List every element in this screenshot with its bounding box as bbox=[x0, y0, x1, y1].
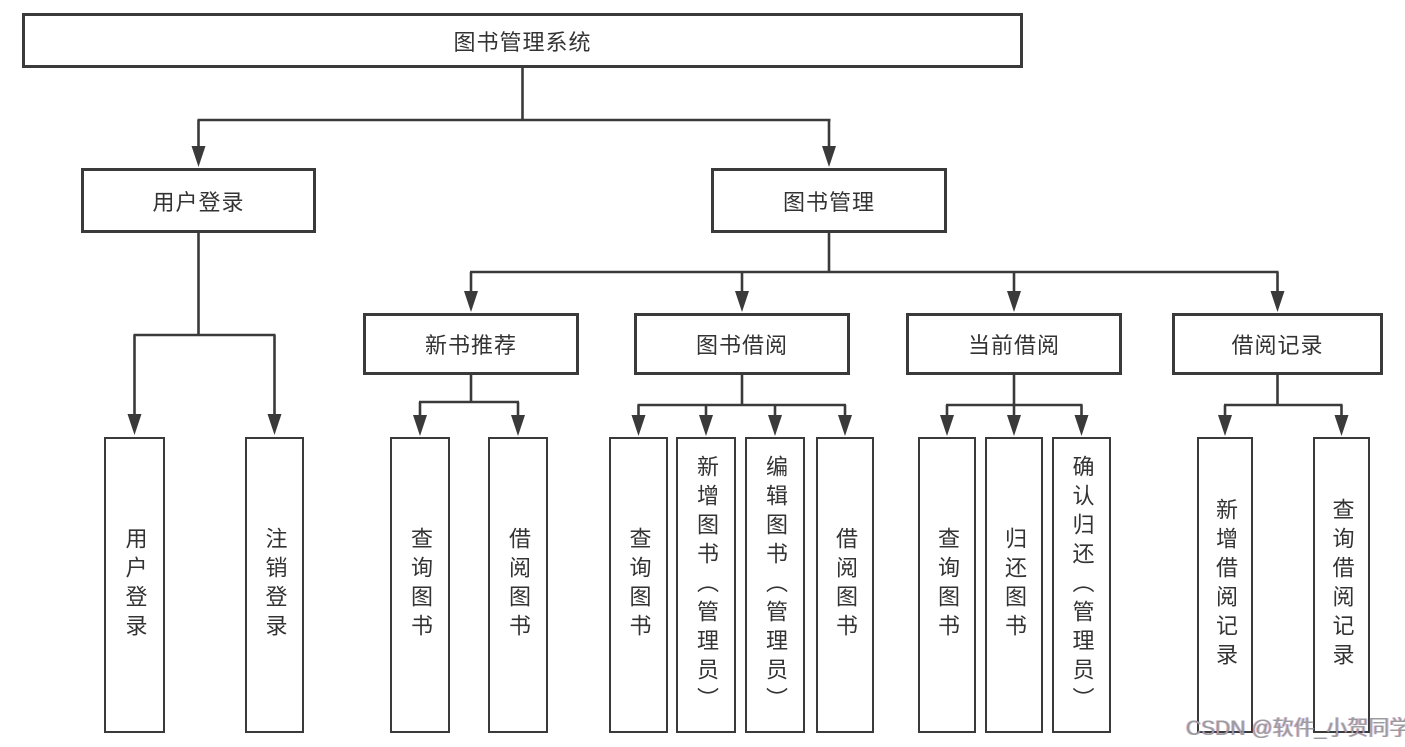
node-label: 图书管理 bbox=[782, 189, 875, 215]
arrowheads bbox=[127, 146, 1349, 436]
leaf-user-login: 用户登录 bbox=[104, 437, 165, 733]
leaf-label: 查询图书 bbox=[408, 527, 433, 643]
leaf-label: 编辑图书（管理员） bbox=[763, 454, 788, 716]
leaf-label: 查询图书 bbox=[935, 527, 960, 643]
node-label: 当前借阅 bbox=[967, 333, 1060, 358]
leaf-query-books-current: 查询图书 bbox=[918, 437, 976, 733]
leaf-label: 借阅图书 bbox=[833, 527, 858, 643]
leaf-label: 新增图书（管理员） bbox=[694, 454, 719, 716]
node-user-login: 用户登录 bbox=[81, 168, 316, 233]
node-book-management: 图书管理 bbox=[711, 168, 947, 233]
leaf-borrow-books: 借阅图书 bbox=[816, 437, 874, 733]
node-book-borrowing: 图书借阅 bbox=[634, 313, 850, 375]
leaf-label: 借阅图书 bbox=[506, 527, 531, 643]
node-borrowing-records: 借阅记录 bbox=[1172, 313, 1383, 375]
tree-edges bbox=[133, 68, 1343, 421]
leaf-borrow-books-recommend: 借阅图书 bbox=[488, 437, 548, 733]
leaf-query-books-recommend: 查询图书 bbox=[390, 437, 450, 733]
leaf-logout: 注销登录 bbox=[245, 437, 304, 733]
leaf-label: 新增借阅记录 bbox=[1213, 498, 1238, 672]
leaf-add-books-admin: 新增图书（管理员） bbox=[676, 437, 736, 733]
leaf-query-books-borrow: 查询图书 bbox=[609, 437, 668, 733]
node-new-book-recommendation: 新书推荐 bbox=[363, 313, 579, 375]
leaf-label: 确认归还（管理员） bbox=[1069, 454, 1095, 716]
leaf-add-borrow-record: 新增借阅记录 bbox=[1197, 437, 1253, 733]
node-current-borrowing: 当前借阅 bbox=[906, 313, 1122, 375]
node-label: 新书推荐 bbox=[424, 333, 517, 358]
node-library-management-system: 图书管理系统 bbox=[22, 13, 1023, 68]
leaf-label: 注销登录 bbox=[262, 527, 288, 643]
leaf-query-borrow-record: 查询借阅记录 bbox=[1313, 437, 1370, 733]
leaf-label: 查询图书 bbox=[626, 527, 652, 643]
leaf-edit-books-admin: 编辑图书（管理员） bbox=[745, 437, 805, 733]
leaf-label: 查询借阅记录 bbox=[1329, 498, 1355, 672]
node-label: 用户登录 bbox=[152, 189, 245, 215]
leaf-return-books: 归还图书 bbox=[985, 437, 1043, 733]
node-label: 借阅记录 bbox=[1231, 333, 1324, 358]
node-label: 图书借阅 bbox=[695, 333, 788, 358]
csdn-watermark: CSDN @软件_小贺同学 bbox=[1186, 717, 1405, 740]
leaf-label: 用户登录 bbox=[122, 527, 148, 643]
leaf-confirm-return-admin: 确认归还（管理员） bbox=[1052, 437, 1111, 733]
node-label: 图书管理系统 bbox=[453, 29, 592, 55]
leaf-label: 归还图书 bbox=[1002, 527, 1027, 643]
